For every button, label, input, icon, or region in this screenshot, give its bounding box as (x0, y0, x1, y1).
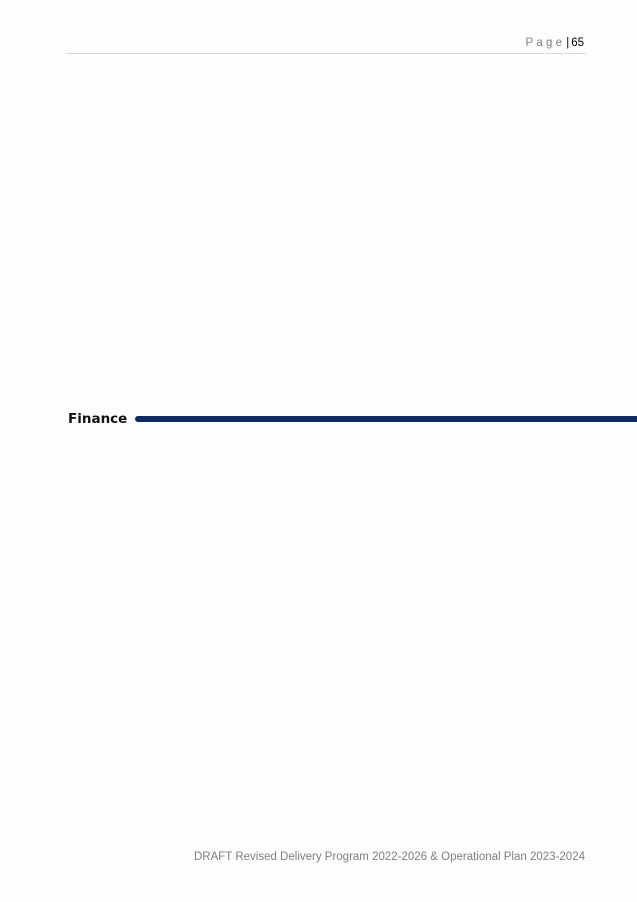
page-word: Page (525, 37, 566, 49)
section-heading: Finance (68, 410, 637, 428)
page-footer: DRAFT Revised Delivery Program 2022-2026… (194, 851, 585, 863)
section-title: Finance (68, 411, 128, 427)
page-number-label: Page | 65 (526, 37, 584, 49)
page-separator: | (566, 37, 570, 49)
page-number: 65 (571, 37, 584, 49)
page-header: Page | 65 (66, 34, 586, 54)
section-divider-bar (135, 416, 637, 422)
